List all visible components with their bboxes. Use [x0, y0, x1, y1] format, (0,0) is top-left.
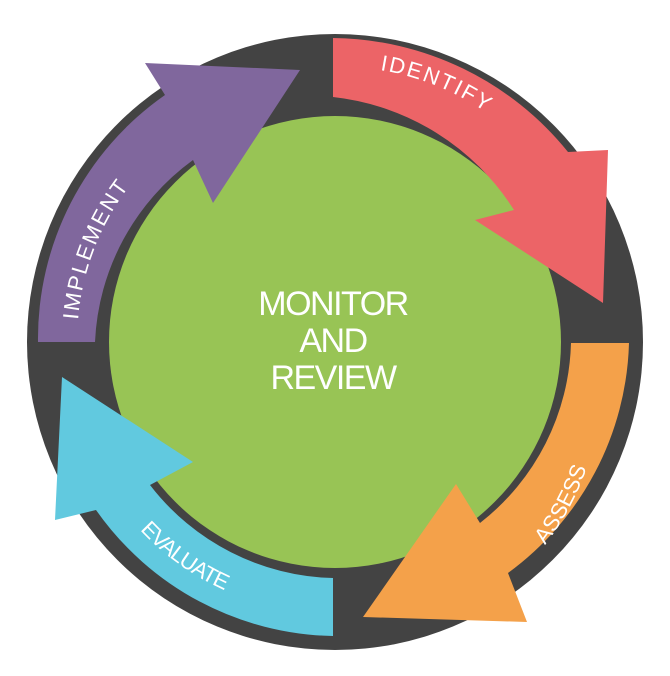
assess-arrow: [363, 343, 629, 622]
center-title: MONITOR AND REVIEW: [258, 285, 409, 397]
center-title-line-2: AND: [299, 322, 366, 360]
center-title-line-1: MONITOR: [258, 285, 407, 323]
implement-arrow: [37, 63, 300, 342]
center-title-line-3: REVIEW: [270, 359, 397, 397]
identify-arrow: [333, 38, 608, 303]
evaluate-arrow: [55, 377, 333, 636]
center-circle: [109, 116, 561, 568]
